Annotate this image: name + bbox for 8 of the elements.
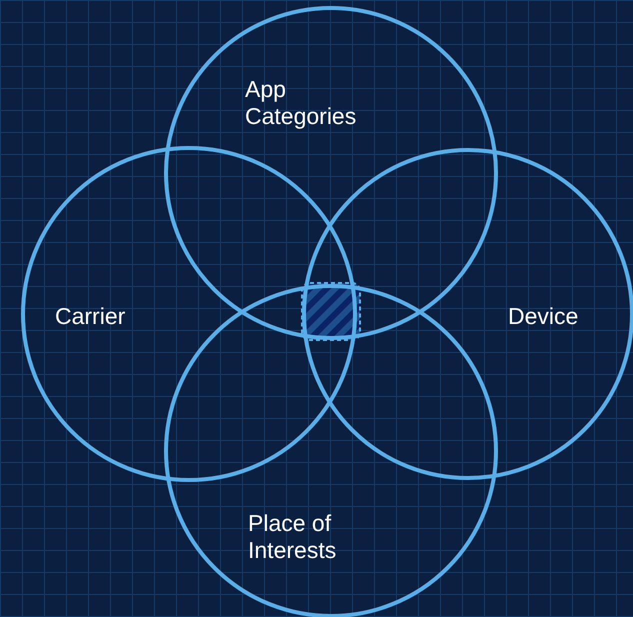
- venn-circle: [21, 146, 357, 482]
- set-label: Place of Interests: [248, 510, 338, 564]
- set-label: Carrier: [55, 303, 126, 330]
- venn-circle: [164, 6, 498, 340]
- venn-circle: [164, 284, 498, 617]
- set-label: App Categories: [245, 76, 358, 130]
- set-label: Device: [508, 303, 578, 330]
- venn-circle: [302, 148, 633, 480]
